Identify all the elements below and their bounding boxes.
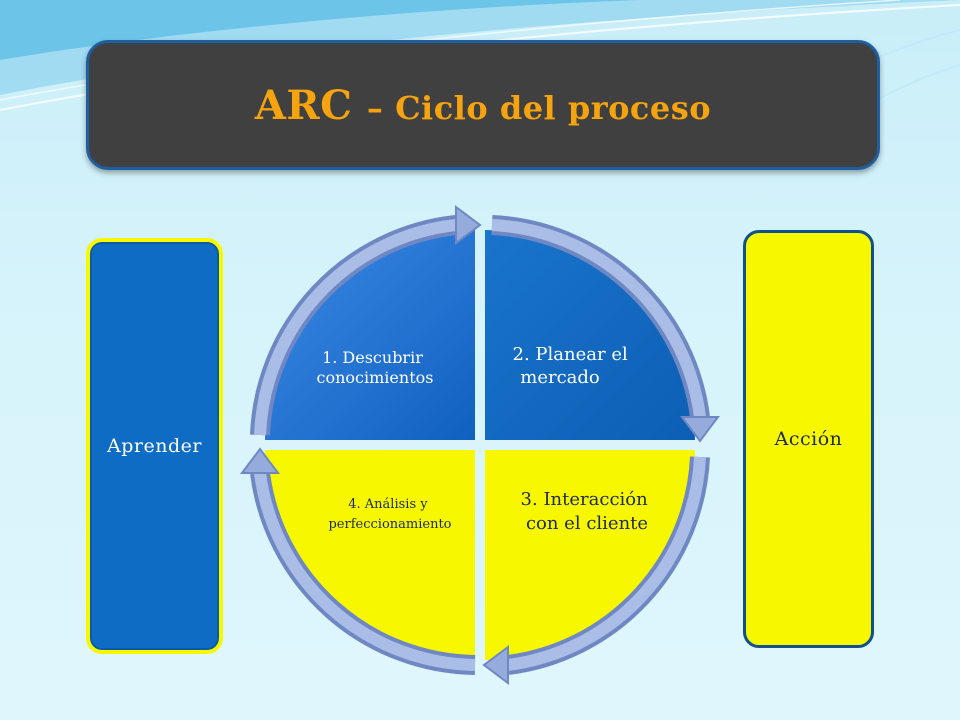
- quadrant-3-line-2: con el cliente: [526, 513, 648, 534]
- arrow-head-1: [455, 205, 482, 245]
- quadrant-3-shape: [485, 450, 695, 660]
- quadrant-3-line-1: 3. Interacción: [521, 489, 649, 510]
- accion-label: Acción: [774, 428, 843, 450]
- aprender-label: Aprender: [107, 435, 202, 457]
- quadrant-3-label: 3. Interacción con el cliente: [521, 489, 654, 534]
- quadrant-4-line-2: perfeccionamiento: [328, 517, 451, 532]
- arrow-head-4: [240, 447, 280, 474]
- quadrant-2-line-1: 2. Planear el: [513, 344, 628, 365]
- quadrant-1-label: 1. Descubrir conocimientos: [317, 348, 434, 387]
- arrow-head-2: [680, 416, 720, 443]
- quadrant-2-shape: [485, 230, 695, 440]
- arrow-head-3: [482, 645, 509, 685]
- quadrant-4-line-1: 4. Análisis y: [348, 497, 428, 512]
- quadrant-1-line-2: conocimientos: [317, 368, 434, 387]
- quadrant-4-label: 4. Análisis y perfeccionamiento: [328, 497, 451, 532]
- title-rest: – Ciclo del proceso: [366, 88, 712, 127]
- quadrant-1-shape: [265, 230, 475, 440]
- page-title: ARC – Ciclo del proceso: [255, 82, 711, 129]
- arrow-heads: [240, 205, 720, 685]
- quadrant-4-shape: [265, 450, 475, 660]
- title-banner: ARC – Ciclo del proceso: [86, 40, 880, 170]
- quadrant-2-line-2: mercado: [520, 367, 600, 388]
- cycle-diagram: 1. Descubrir conocimientos 2. Planear el…: [240, 205, 720, 685]
- cycle-arrows: [250, 215, 710, 675]
- quadrant-2-label: 2. Planear el mercado: [513, 344, 634, 388]
- title-main: ARC: [254, 81, 353, 129]
- aprender-box: Aprender: [86, 238, 223, 654]
- quadrant-1-line-1: 1. Descubrir: [322, 348, 423, 367]
- accion-box: Acción: [743, 230, 874, 648]
